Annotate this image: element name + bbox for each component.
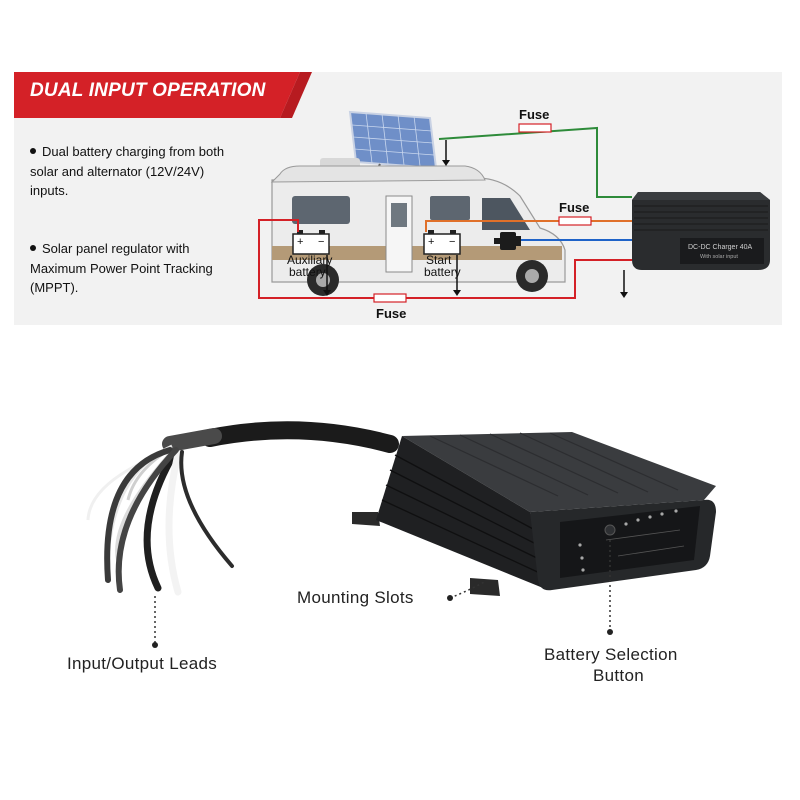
- auxiliary-battery-wire: [258, 219, 632, 299]
- start-battery-label-2: battery: [424, 265, 461, 279]
- svg-text:−: −: [318, 236, 324, 248]
- front-panel: [560, 506, 700, 578]
- bullet-dual-charging: Dual battery charging from both solar an…: [30, 142, 240, 201]
- start-battery-icon: + −: [423, 230, 461, 255]
- page-title: DUAL INPUT OPERATION: [30, 80, 266, 101]
- black-lead: [143, 450, 178, 592]
- title-banner: [14, 72, 312, 118]
- charger-device: [352, 432, 716, 596]
- fuse-label-aux: Fuse: [376, 306, 406, 321]
- bullet-dot-icon: [30, 147, 36, 154]
- battery-button-label-1: Battery Selection: [544, 645, 678, 664]
- svg-text:−: −: [449, 236, 455, 248]
- charger-model-label: DC-DC Charger 40A: [688, 244, 753, 251]
- charger-sub-label: With solar input: [700, 254, 738, 260]
- start-battery-label-1: Start: [426, 253, 452, 267]
- callout-battery-button: [607, 540, 613, 635]
- rv-vehicle-icon: [270, 158, 566, 296]
- svg-text:+: +: [297, 236, 303, 248]
- svg-text:+: +: [428, 236, 434, 248]
- mounting-slot: [352, 512, 380, 526]
- battery-button-label-2: Button: [593, 666, 644, 685]
- fuse-icon: [373, 293, 407, 303]
- battery-selection-button[interactable]: [604, 524, 616, 536]
- aux-battery-label-1: Auxiliary: [287, 253, 332, 267]
- white-lead: [165, 450, 182, 596]
- fuse-icon: [518, 123, 552, 133]
- main-cable: [201, 421, 399, 453]
- callout-mounting-slots: [447, 581, 485, 601]
- charger-unit-small: DC-DC Charger 40A With solar input: [632, 192, 770, 270]
- solar-wire: [438, 126, 632, 198]
- leads-label: Input/Output Leads: [67, 654, 218, 673]
- bullet-dot-icon: [30, 244, 36, 251]
- auxiliary-battery-icon: + −: [292, 230, 330, 255]
- wiring-diagram: + − + − Auxiliary battery Start battery …: [258, 107, 770, 321]
- fuse-icon: [558, 216, 592, 226]
- thin-lead: [179, 450, 234, 568]
- bullet-mppt: Solar panel regulator with Maximum Power…: [30, 239, 240, 298]
- alternator-icon: [494, 232, 521, 250]
- bullet-text: Dual battery charging from both solar an…: [30, 144, 225, 198]
- aux-battery-label-2: battery: [289, 265, 326, 279]
- fuse-label-start: Fuse: [559, 200, 589, 215]
- cable-sleeve: [162, 428, 222, 452]
- bullet-text: Solar panel regulator with Maximum Power…: [30, 241, 213, 295]
- mounting-slots-label: Mounting Slots: [297, 588, 414, 607]
- callout-leads: [152, 596, 158, 648]
- fuse-label-solar: Fuse: [519, 107, 549, 122]
- mounting-slot: [470, 578, 500, 596]
